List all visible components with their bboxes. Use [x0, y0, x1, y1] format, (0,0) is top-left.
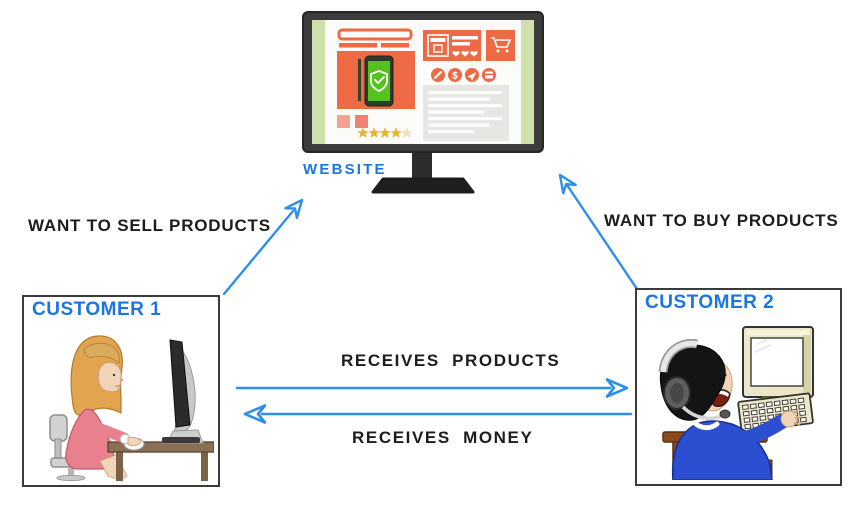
thumbnail-2	[355, 115, 368, 128]
arm-on-mouse	[80, 418, 142, 447]
product-card	[337, 51, 415, 109]
hearts-icon	[452, 51, 478, 57]
title-line-2	[381, 43, 409, 48]
sweater-arm	[725, 414, 789, 450]
arrow-receives-products	[235, 378, 629, 398]
website-monitor-art: $	[302, 11, 544, 194]
eye	[112, 373, 116, 377]
arrow-receives-money-label: RECEIVES MONEY	[352, 428, 534, 447]
website-monitor: $	[295, 5, 565, 197]
nose	[119, 377, 124, 383]
website-label: WEBSITE	[303, 161, 387, 178]
thumbnail-1	[337, 115, 350, 128]
monitor-stand	[371, 151, 475, 194]
customer2-box: CUSTOMER 2	[635, 288, 842, 486]
woman-figure	[65, 335, 128, 481]
arrow-sell-label: WANT TO SELL PRODUCTS	[28, 216, 271, 235]
arrow-buy-label: WANT TO BUY PRODUCTS	[604, 211, 839, 230]
imac-computer	[161, 339, 204, 444]
face	[97, 361, 122, 393]
customer1-label: CUSTOMER 1	[32, 299, 162, 320]
shopping-cart-icon	[491, 37, 511, 53]
typing-hand	[780, 409, 803, 428]
storefront-icon	[427, 34, 449, 57]
dollar-icon: $	[452, 71, 459, 82]
title-bar-outline	[337, 28, 413, 41]
arrow-receives-money	[243, 404, 633, 424]
arrow-receives-products-label: RECEIVES PRODUCTS	[341, 351, 561, 370]
keyboard	[162, 437, 200, 443]
crt-screen	[750, 337, 804, 387]
arrow-sell	[222, 198, 304, 296]
customer1-illustration	[49, 335, 214, 481]
card-check-icon	[485, 71, 493, 79]
customer1-box: CUSTOMER 1	[22, 295, 220, 487]
title-line-1	[339, 43, 377, 48]
text-placeholder-card	[423, 85, 509, 141]
man-figure	[658, 339, 803, 480]
smile	[114, 384, 121, 387]
headset	[658, 339, 731, 421]
imac-screen	[169, 339, 191, 428]
desk	[107, 441, 214, 481]
mic	[719, 409, 731, 419]
shield-check-phone-icon	[364, 55, 394, 107]
customer2-label: CUSTOMER 2	[645, 292, 775, 313]
collar	[692, 420, 720, 431]
customer2-illustration	[658, 326, 814, 480]
pencil-icon	[433, 70, 443, 80]
hair-fringe	[83, 342, 120, 364]
feature-icons-row: $	[431, 68, 496, 82]
cart-card	[486, 30, 515, 61]
store-banner-card	[423, 30, 481, 61]
send-plane-icon	[467, 72, 477, 81]
